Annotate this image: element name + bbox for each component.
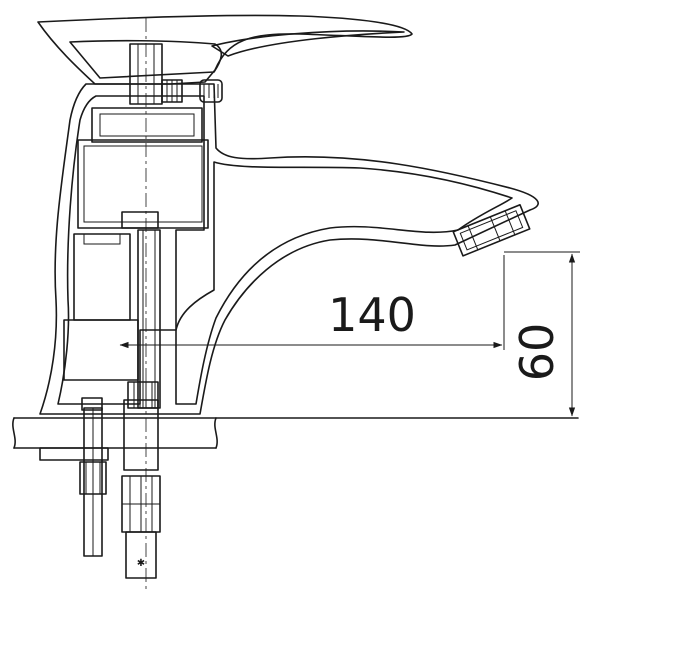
- countertop: [12, 417, 579, 461]
- mounting-stud: [79, 407, 107, 557]
- lower-internals: [63, 229, 161, 411]
- dimension-140: 140: [119, 255, 505, 350]
- set-screw: [199, 79, 223, 103]
- cartridge: [77, 107, 209, 229]
- faucet-body: [39, 83, 539, 415]
- dimension-60-label: 60: [510, 323, 564, 382]
- dimension-140-label: 140: [328, 288, 416, 342]
- dimension-60: 60: [504, 251, 580, 417]
- supply-hose: ✱: [121, 399, 161, 579]
- svg-text:✱: ✱: [137, 558, 145, 569]
- aerator: [452, 203, 531, 257]
- spindle: [129, 18, 183, 590]
- lever-handle: [37, 14, 413, 85]
